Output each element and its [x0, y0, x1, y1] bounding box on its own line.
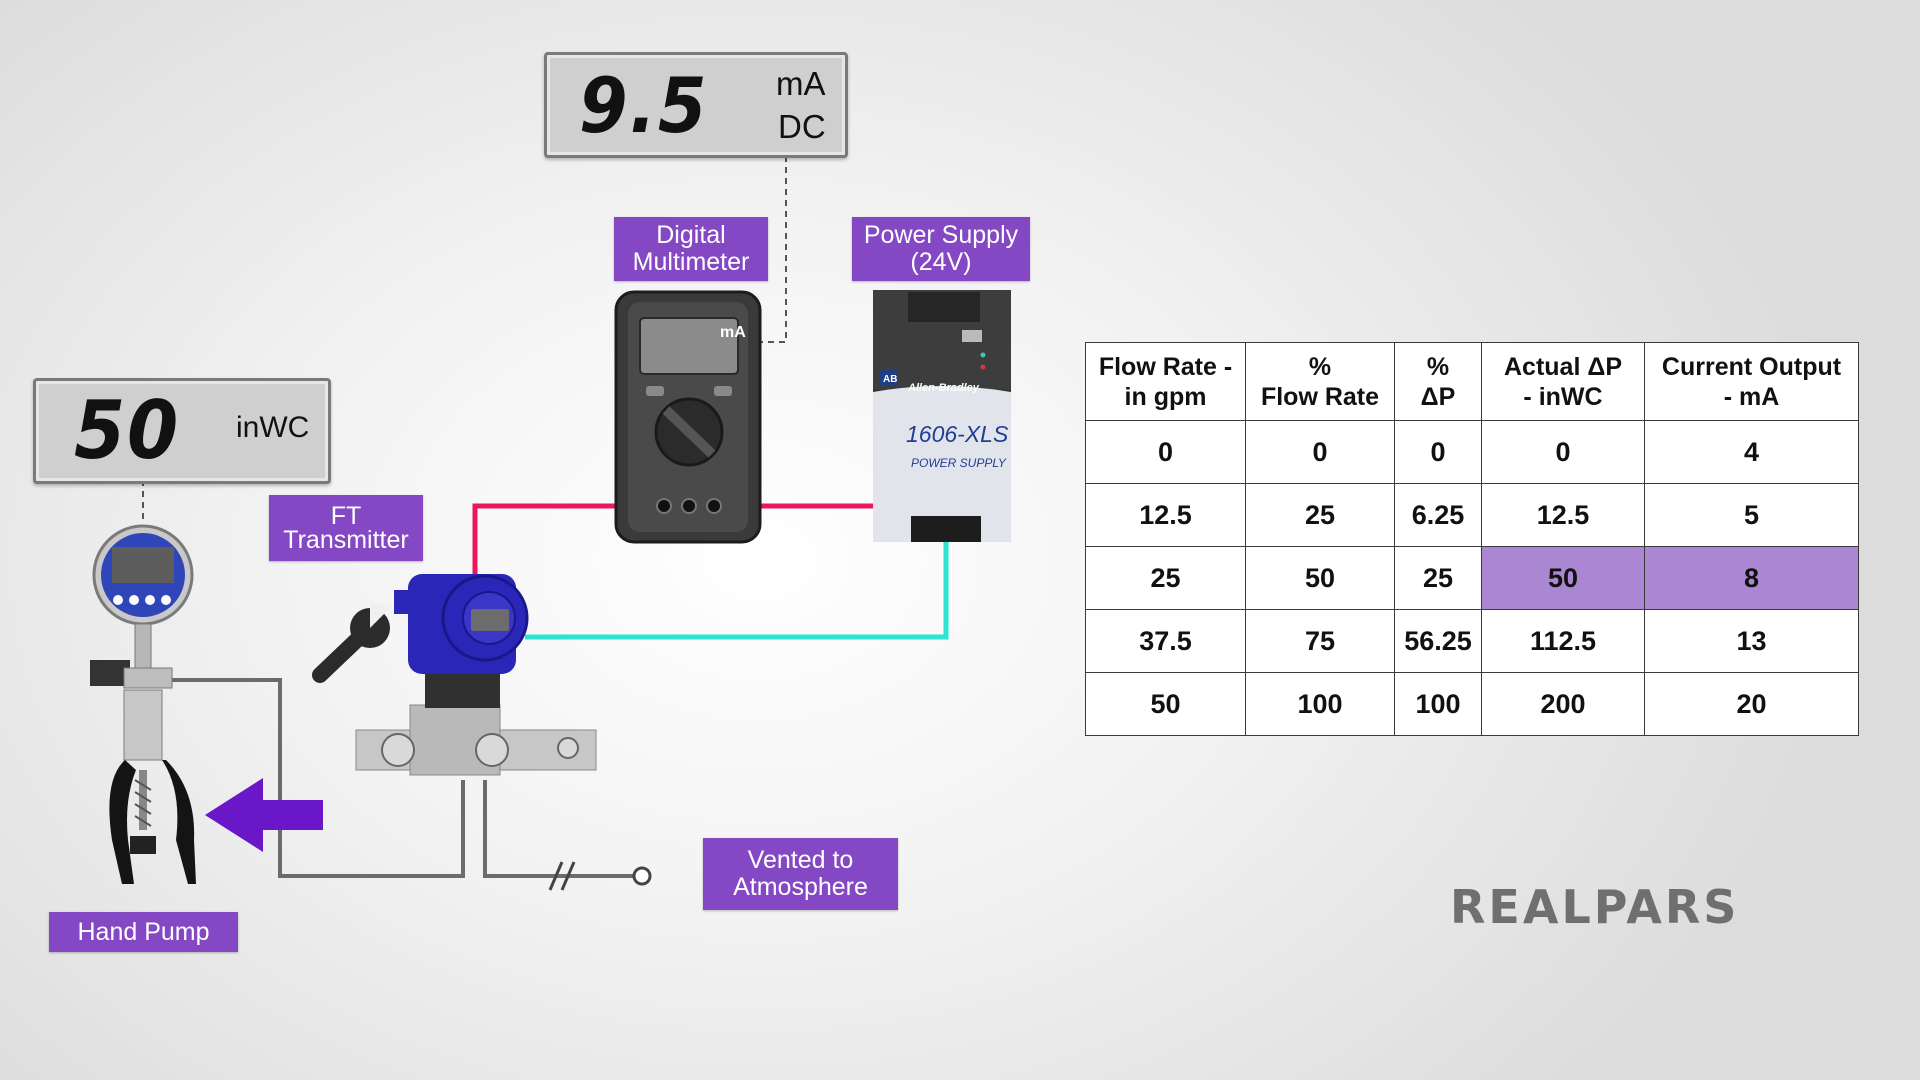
wrench-icon	[312, 602, 392, 683]
table-cell: 4	[1644, 420, 1859, 484]
label-vented-to-atmosphere: Vented to Atmosphere	[703, 838, 898, 910]
table-cell: 5	[1644, 483, 1859, 547]
table-cell: 20	[1644, 672, 1859, 736]
table-cell: 75	[1245, 609, 1395, 673]
header-text: Flow Rate	[1260, 382, 1380, 411]
model-text: 1606-XLS	[906, 421, 1009, 447]
label-power-supply-line2: (24V)	[910, 248, 972, 276]
header-text: ΔP	[1420, 382, 1456, 411]
table-cell: 200	[1481, 672, 1645, 736]
vent-symbol	[548, 861, 652, 891]
leader-lines	[142, 156, 787, 520]
table-cell: 13	[1644, 609, 1859, 673]
multimeter-unit-text: mA	[720, 324, 746, 341]
pressure-value: 50	[74, 384, 181, 477]
label-hand-pump: Hand Pump	[49, 912, 238, 952]
table-cell: 0	[1245, 420, 1395, 484]
hand-pump-device	[90, 524, 196, 884]
power-supply-device: AB Allen-Bradley 1606-XLS POWER SUPPLY	[873, 290, 1011, 542]
brand-text: Allen-Bradley	[907, 382, 980, 394]
table-row: 0 0 0 0 4	[1085, 420, 1859, 484]
pump-direction-arrow	[205, 778, 323, 852]
label-multimeter-line1: Digital	[656, 221, 726, 249]
label-power-supply-line1: Power Supply	[863, 221, 1019, 249]
table-cell: 25	[1245, 483, 1395, 547]
realpars-logo: REALPARS	[1450, 880, 1740, 934]
header-text: %	[1308, 352, 1332, 381]
table-cell: 100	[1245, 672, 1395, 736]
table-cell: 112.5	[1481, 609, 1645, 673]
header-text: - mA	[1723, 382, 1780, 411]
multimeter-device: mA	[614, 290, 762, 544]
header-text: Actual ΔP	[1504, 352, 1622, 381]
type-text: POWER SUPPLY	[911, 456, 1007, 470]
ab-badge-text: AB	[883, 374, 897, 385]
table-cell-highlighted: 8	[1644, 546, 1859, 610]
table-row: 12.5 25 6.25 12.5 5	[1085, 483, 1859, 547]
table-cell: 12.5	[1085, 483, 1246, 547]
red-wire-left	[472, 503, 663, 590]
header-percent-dp: %ΔP	[1394, 342, 1482, 421]
label-ft-transmitter: FT Transmitter	[269, 495, 423, 561]
label-vent-line2: Atmosphere	[733, 873, 868, 901]
meter-unit-dc: DC	[778, 108, 826, 145]
label-hand-pump-text: Hand Pump	[77, 917, 210, 946]
table-cell: 50	[1245, 546, 1395, 610]
header-text: in gpm	[1124, 382, 1207, 411]
header-current-output: Current Output- mA	[1644, 342, 1859, 421]
multimeter-readout-display: 9.5 mA DC	[544, 52, 848, 158]
table-cell: 56.25	[1394, 609, 1482, 673]
ft-transmitter-device	[355, 574, 597, 776]
header-text: - inWC	[1523, 382, 1603, 411]
label-transmitter-line1: FT	[330, 502, 362, 530]
pressure-readout-display: 50 inWC	[33, 378, 331, 484]
pressure-tubing	[172, 678, 635, 878]
cyan-wire	[525, 540, 949, 640]
table-cell: 25	[1085, 546, 1246, 610]
table-cell-highlighted: 50	[1481, 546, 1645, 610]
header-text: Flow Rate -	[1098, 352, 1233, 381]
table-cell: 6.25	[1394, 483, 1482, 547]
table-cell: 37.5	[1085, 609, 1246, 673]
label-digital-multimeter: Digital Multimeter	[614, 217, 768, 281]
header-text: %	[1426, 352, 1450, 381]
table-row: 25 50 25 50 8	[1085, 546, 1859, 610]
table-cell: 50	[1085, 672, 1246, 736]
table-cell: 0	[1394, 420, 1482, 484]
header-text: Current Output	[1661, 352, 1842, 381]
meter-current-value: 9.5	[579, 61, 709, 150]
table-cell: 0	[1481, 420, 1645, 484]
header-actual-dp: Actual ΔP- inWC	[1481, 342, 1645, 421]
label-transmitter-line2: Transmitter	[283, 526, 409, 554]
header-percent-flow-rate: %Flow Rate	[1245, 342, 1395, 421]
header-flow-rate: Flow Rate -in gpm	[1085, 342, 1246, 421]
table-row: 37.5 75 56.25 112.5 13	[1085, 609, 1859, 673]
flow-calibration-table: Flow Rate -in gpm %Flow Rate %ΔP Actual …	[1085, 342, 1859, 736]
table-cell: 12.5	[1481, 483, 1645, 547]
table-header-row: Flow Rate -in gpm %Flow Rate %ΔP Actual …	[1085, 342, 1859, 421]
table-cell: 0	[1085, 420, 1246, 484]
label-multimeter-line2: Multimeter	[632, 248, 750, 276]
meter-unit-ma: mA	[776, 65, 826, 102]
pressure-unit: inWC	[236, 411, 310, 444]
label-vent-line1: Vented to	[747, 846, 854, 874]
table-row: 50 100 100 200 20	[1085, 672, 1859, 736]
label-power-supply: Power Supply (24V)	[852, 217, 1030, 281]
table-cell: 100	[1394, 672, 1482, 736]
table-cell: 25	[1394, 546, 1482, 610]
